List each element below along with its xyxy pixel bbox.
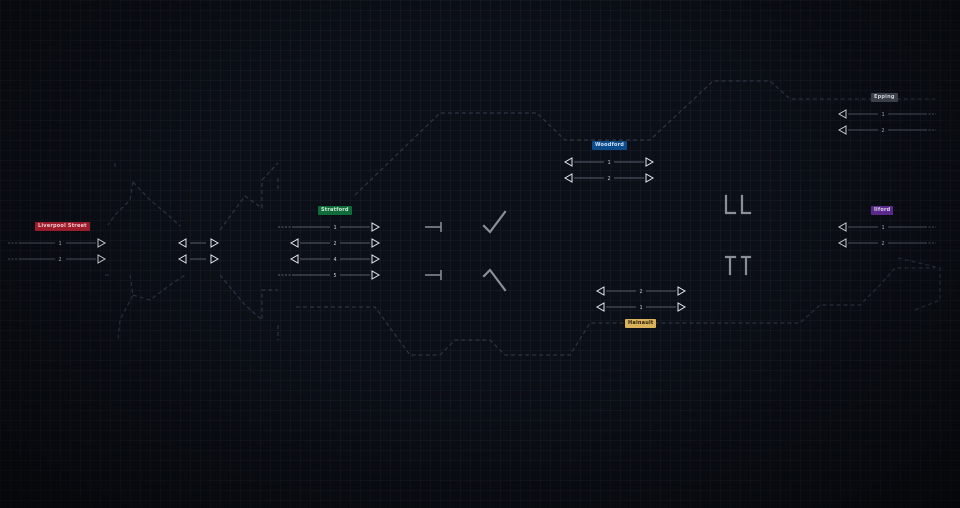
switch-icon[interactable] (724, 255, 752, 276)
arrow-right-icon (97, 254, 107, 264)
crossover-left (107, 181, 181, 227)
platform-number: 1 (881, 112, 884, 118)
platform-number: 1 (607, 160, 610, 166)
station-label-epping[interactable]: Epping (871, 93, 898, 102)
platform-group-hainault: 2 1 (595, 286, 687, 312)
platform-number: 1 (881, 225, 884, 231)
route-lines (105, 80, 941, 356)
platform-track[interactable]: 1 (595, 302, 687, 312)
arrow-right-icon (210, 254, 220, 264)
platform-track[interactable]: 2 (595, 286, 687, 296)
station-label-woodford[interactable]: Woodford (592, 141, 628, 150)
spur-top (114, 163, 279, 190)
platform-track[interactable]: 4 (289, 254, 381, 264)
arrow-left-icon (177, 254, 187, 264)
platform-group-woodford: 1 2 (563, 157, 655, 183)
arrow-left-icon (595, 302, 605, 312)
arrow-right-icon (97, 238, 107, 248)
platform-track[interactable]: 1 (837, 222, 936, 232)
arrow-left-icon (289, 254, 299, 264)
platform-track[interactable]: 2 (837, 125, 936, 135)
crossover-mid (219, 162, 279, 322)
platform-number: 2 (607, 176, 610, 182)
route-lower (296, 267, 935, 356)
station-label-hainault[interactable]: Hainault (625, 319, 657, 328)
switch-icon[interactable] (482, 210, 507, 234)
platform-group-ilford: 1 2 (837, 222, 936, 248)
switch-icon[interactable] (724, 194, 752, 215)
platform-number: 1 (58, 241, 61, 247)
arrow-left-icon (563, 157, 573, 167)
platform-track[interactable]: 2 (837, 238, 936, 248)
platform-number: 4 (333, 257, 336, 263)
platform-number: 2 (333, 241, 336, 247)
platform-track[interactable]: 2 (8, 254, 107, 264)
arrow-left-icon (837, 222, 847, 232)
arrow-right-icon (371, 254, 381, 264)
arrow-right-icon (371, 222, 381, 232)
route-upper (354, 80, 935, 196)
arrow-right-icon (645, 173, 655, 183)
buffer-stop-icon (425, 270, 442, 280)
arrow-right-icon (210, 238, 220, 248)
station-label-liverpool-street[interactable]: Liverpool Street (35, 222, 90, 231)
platform-number: 1 (333, 225, 336, 231)
platform-number: 2 (881, 241, 884, 247)
platform-track[interactable]: 1 (278, 222, 381, 232)
signal-block-left[interactable] (177, 238, 220, 264)
crossover-left-lower (117, 274, 186, 341)
spur-bottom (105, 274, 279, 340)
arrow-left-icon (837, 238, 847, 248)
platform-track[interactable]: 1 (563, 157, 655, 167)
platform-track[interactable]: 2 (563, 173, 655, 183)
platform-track[interactable]: 1 (8, 238, 107, 248)
arrow-left-icon (595, 286, 605, 296)
arrow-right-icon (371, 238, 381, 248)
arrow-left-icon (563, 173, 573, 183)
station-label-ilford[interactable]: Ilford (871, 206, 894, 215)
platform-number: 2 (58, 257, 61, 263)
platform-track[interactable]: 5 (278, 270, 381, 280)
station-label-stratford[interactable]: Stratford (318, 206, 352, 215)
platform-group-epping: 1 2 (837, 109, 936, 135)
buffer-stops (425, 222, 442, 280)
platform-track[interactable]: 1 (837, 109, 936, 119)
platform-group-stratford: 1 2 4 5 (278, 222, 381, 280)
buffer-stop-icon (425, 222, 442, 232)
arrow-left-icon (837, 109, 847, 119)
platform-number: 2 (881, 128, 884, 134)
arrow-right-icon (677, 302, 687, 312)
platform-track[interactable]: 2 (289, 238, 381, 248)
arrow-right-icon (645, 157, 655, 167)
arrow-left-icon (289, 238, 299, 248)
arrow-left-icon (837, 125, 847, 135)
platform-number: 5 (333, 273, 336, 279)
route-right-loop (897, 257, 941, 311)
switches[interactable] (482, 194, 752, 292)
arrow-right-icon (677, 286, 687, 296)
platform-number: 2 (639, 289, 642, 295)
arrow-left-icon (177, 238, 187, 248)
platform-number: 1 (639, 305, 642, 311)
platform-group-liverpool-street: 1 2 (8, 238, 107, 264)
arrow-right-icon (371, 270, 381, 280)
switch-icon[interactable] (482, 268, 507, 292)
